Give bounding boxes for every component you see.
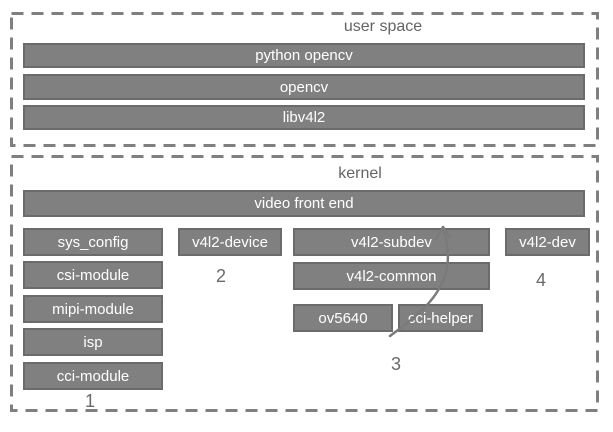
box-sys-config: sys_config bbox=[23, 228, 163, 256]
group-number-1: 1 bbox=[84, 391, 96, 411]
box-v4l2-common: v4l2-common bbox=[293, 262, 490, 290]
group-number-2: 2 bbox=[215, 266, 227, 286]
box-python-opencv: python opencv bbox=[23, 43, 585, 68]
box-libv4l2: libv4l2 bbox=[23, 105, 585, 130]
kernel-label: kernel bbox=[338, 165, 382, 182]
group-number-4: 4 bbox=[535, 270, 547, 290]
box-v4l2-device: v4l2-device bbox=[178, 228, 282, 256]
box-ov5640: ov5640 bbox=[293, 304, 393, 332]
group-number-3: 3 bbox=[390, 354, 402, 374]
box-opencv: opencv bbox=[23, 74, 585, 100]
box-v4l2-subdev: v4l2-subdev bbox=[293, 228, 490, 256]
user-space-label: user space bbox=[343, 18, 423, 35]
box-video-front-end: video front end bbox=[23, 190, 585, 217]
box-csi-module: csi-module bbox=[23, 261, 163, 289]
box-cci-module: cci-module bbox=[23, 362, 163, 390]
box-isp: isp bbox=[23, 328, 163, 356]
box-v4l2-dev: v4l2-dev bbox=[505, 228, 590, 256]
box-mipi-module: mipi-module bbox=[23, 295, 163, 323]
box-cci-helper: cci-helper bbox=[398, 304, 483, 332]
